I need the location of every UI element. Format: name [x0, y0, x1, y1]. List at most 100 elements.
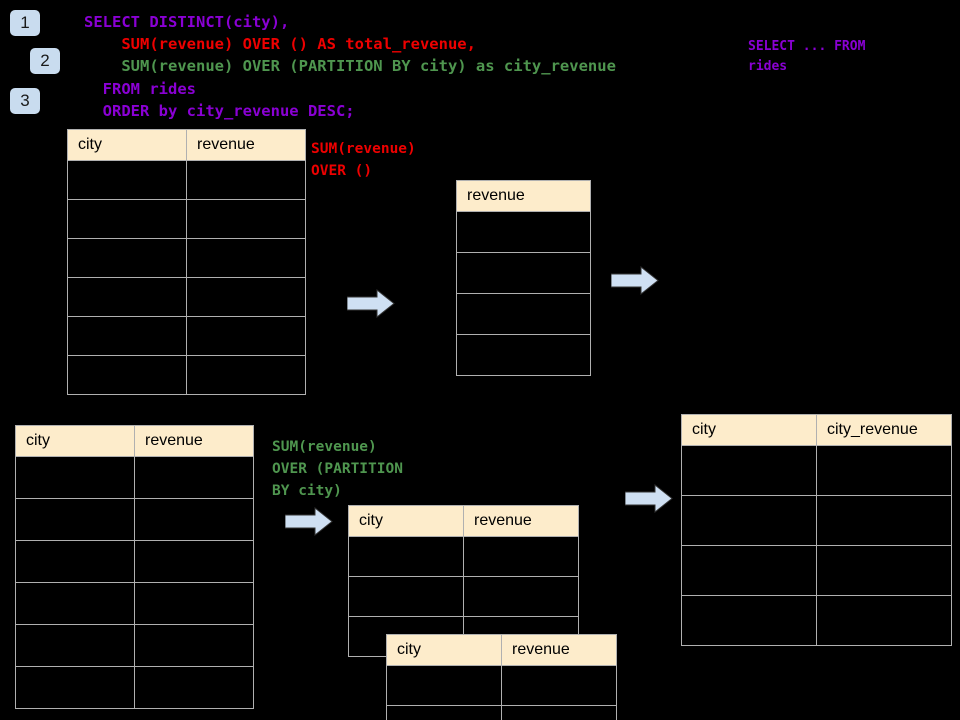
table-cell: [186, 316, 306, 356]
table-row: [15, 624, 254, 667]
table-cell: [681, 595, 817, 646]
table-cell: [67, 160, 187, 200]
table-row: [681, 445, 952, 496]
table-row: [456, 211, 591, 253]
annotation-source-select: SELECT ... FROM rides: [748, 39, 866, 74]
step-badge-1[interactable]: 1: [10, 10, 40, 36]
table-row: [348, 576, 579, 617]
table-cell: [15, 498, 135, 541]
table-cell: [816, 495, 952, 546]
table-cell: [186, 238, 306, 278]
column-header-city: city: [348, 505, 464, 537]
table-row: [15, 666, 254, 709]
table-cell: [681, 445, 817, 496]
table-cell: [186, 277, 306, 317]
table-cell: [386, 665, 502, 706]
table-cell: [816, 545, 952, 596]
table-cell: [463, 576, 579, 617]
table-cell: [456, 211, 591, 253]
sql-line-order-by: ORDER by city_revenue DESC;: [84, 102, 355, 120]
sql-line-from-rides: FROM rides: [84, 80, 196, 98]
revenue-only-table: revenue: [456, 180, 591, 376]
table-row: [456, 293, 591, 335]
table-row: [456, 252, 591, 294]
table-cell: [456, 252, 591, 294]
table-cell: [15, 582, 135, 625]
table-cell: [186, 199, 306, 239]
table-row: [456, 334, 591, 376]
column-header-revenue: revenue: [134, 425, 254, 457]
table-row: [67, 199, 306, 239]
table-cell: [134, 540, 254, 583]
table-cell: [134, 582, 254, 625]
table-row: [15, 498, 254, 541]
table-cell: [134, 498, 254, 541]
table-cell: [816, 445, 952, 496]
table-cell: [67, 199, 187, 239]
step-badge-2-label: 2: [40, 51, 50, 70]
table-row: [386, 665, 617, 706]
annotation-city-revenue: SUM(revenue) OVER (PARTITION BY city): [272, 439, 403, 499]
table-row: [386, 705, 617, 720]
table-cell: [15, 456, 135, 499]
table-cell: [67, 316, 187, 356]
table-cell: [386, 705, 502, 720]
table-row: [67, 277, 306, 317]
table-cell: [501, 665, 617, 706]
table-cell: [456, 334, 591, 376]
table-cell: [456, 293, 591, 335]
arrow-partition-to-result: [624, 483, 673, 518]
column-header-city: city: [67, 129, 187, 161]
table-cell: [501, 705, 617, 720]
step-badge-2[interactable]: 2: [30, 48, 60, 74]
table-row: [15, 540, 254, 583]
arrow-source-to-revenue: [346, 288, 395, 323]
table-cell: [186, 160, 306, 200]
step-badge-1-label: 1: [20, 13, 30, 32]
table-row: [67, 160, 306, 200]
table-cell: [348, 536, 464, 577]
table-row: [681, 595, 952, 646]
column-header-revenue: revenue: [501, 634, 617, 666]
table-cell: [186, 355, 306, 395]
table-row: [681, 545, 952, 596]
column-header-city-revenue: city_revenue: [816, 414, 952, 446]
column-header-revenue: revenue: [186, 129, 306, 161]
column-header-city: city: [386, 634, 502, 666]
column-header-revenue: revenue: [463, 505, 579, 537]
step-badge-3-label: 3: [20, 91, 30, 110]
table-cell: [816, 595, 952, 646]
table-cell: [67, 277, 187, 317]
table-row: [67, 316, 306, 356]
table-cell: [15, 624, 135, 667]
table-cell: [134, 624, 254, 667]
arrow-source-to-partition: [284, 506, 333, 541]
table-row: [681, 495, 952, 546]
annotation-total-revenue: SUM(revenue) OVER (): [311, 141, 416, 179]
table-cell: [348, 576, 464, 617]
table-row: [67, 238, 306, 278]
table-cell: [15, 540, 135, 583]
table-cell: [681, 545, 817, 596]
table-header-row: revenue: [456, 180, 591, 212]
sql-line-city-revenue: SUM(revenue) OVER (PARTITION BY city) as…: [84, 57, 616, 75]
table-cell: [134, 456, 254, 499]
table-row: [15, 456, 254, 499]
table-row: [15, 582, 254, 625]
column-header-city: city: [681, 414, 817, 446]
table-cell: [463, 536, 579, 577]
step-badge-3[interactable]: 3: [10, 88, 40, 114]
table-cell: [15, 666, 135, 709]
table-cell: [134, 666, 254, 709]
sql-line-select-distinct: SELECT DISTINCT(city),: [84, 13, 290, 31]
